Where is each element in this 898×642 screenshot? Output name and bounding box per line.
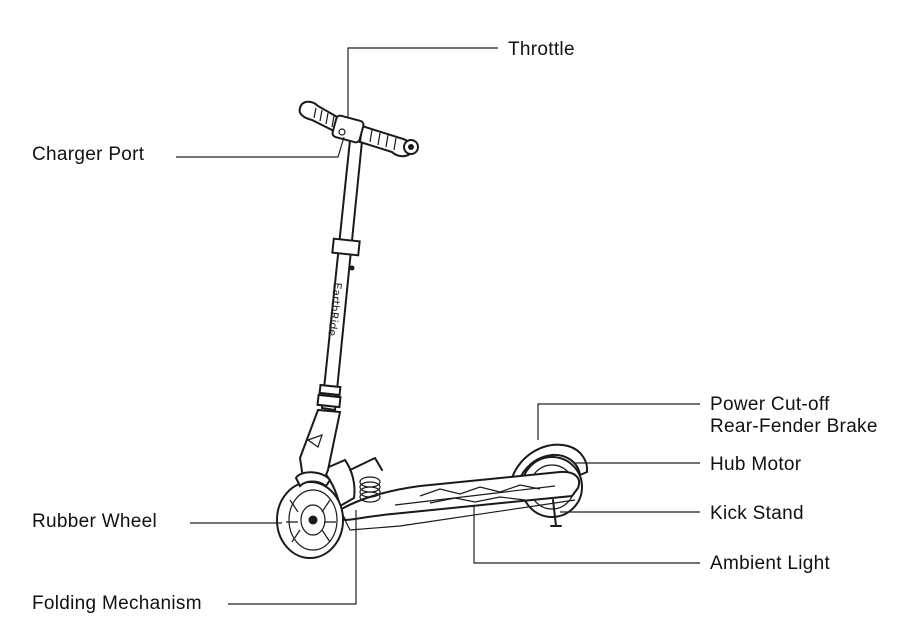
label-hub-motor: Hub Motor: [710, 454, 802, 475]
label-ambient-light: Ambient Light: [710, 553, 831, 574]
front-wheel: [276, 481, 344, 559]
label-folding-mechanism: Folding Mechanism: [32, 593, 202, 614]
throttle-block: [331, 114, 365, 144]
brand-logo: EarthRide: [325, 282, 344, 337]
leader-ambient-light: [473, 506, 700, 564]
scooter-illustration: EarthRide: [276, 100, 589, 559]
leader-lines: [176, 47, 700, 605]
label-throttle: Throttle: [508, 39, 575, 60]
leader-charger-port: [176, 136, 345, 158]
leader-folding-mechanism: [228, 510, 357, 605]
kick-stand: [552, 499, 557, 527]
label-kick-stand: Kick Stand: [710, 503, 804, 524]
label-power-cutoff-line2: Rear-Fender Brake: [710, 416, 878, 437]
deck: [338, 470, 580, 522]
leader-throttle: [347, 47, 498, 118]
label-power-cutoff-line1: Power Cut-off: [710, 394, 830, 415]
label-rubber-wheel: Rubber Wheel: [32, 511, 157, 532]
label-charger-port: Charger Port: [32, 144, 145, 165]
leader-power-cutoff: [537, 403, 700, 440]
labels: Throttle Charger Port Power Cut-off Rear…: [32, 39, 878, 614]
stem: [320, 138, 364, 412]
stem-clamp: [331, 237, 361, 257]
rear-fender: [510, 443, 589, 484]
spring-coil: [359, 476, 381, 503]
